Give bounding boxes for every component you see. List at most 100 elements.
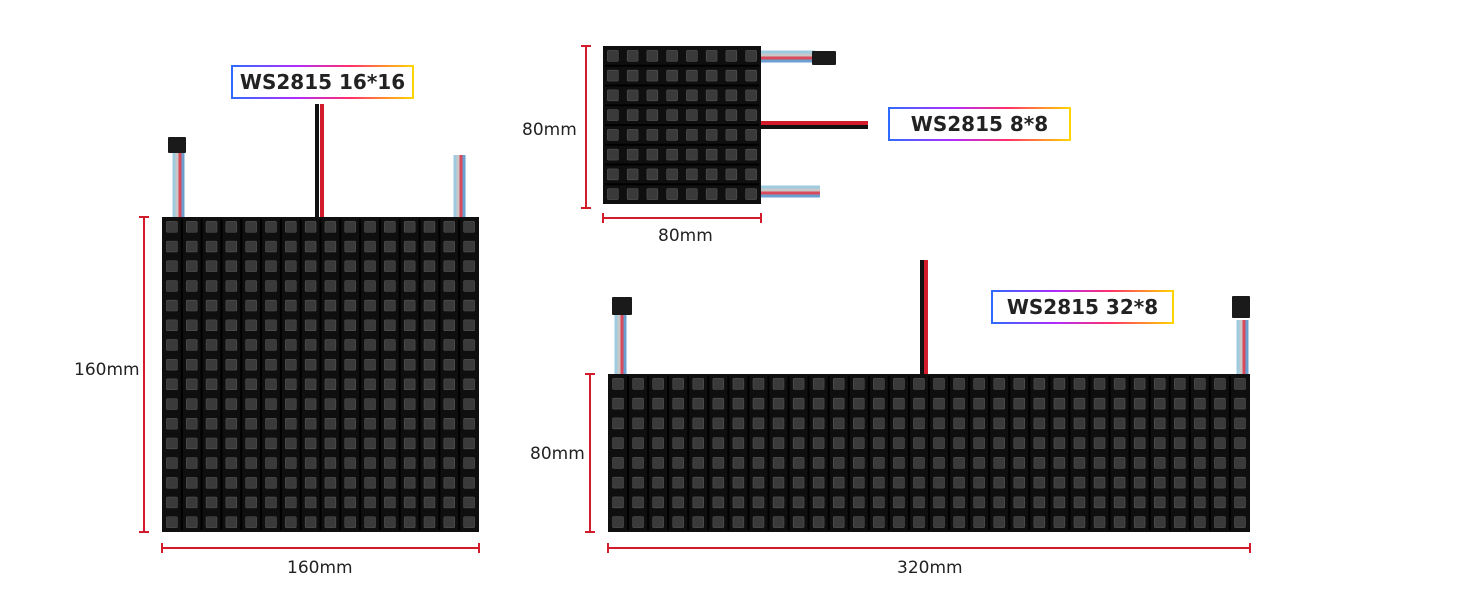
- data-wire-in-16x16: [172, 152, 185, 217]
- led-chip: [792, 437, 805, 449]
- led-chip: [225, 240, 238, 253]
- led-chip: [1073, 417, 1086, 430]
- led-chip: [686, 50, 698, 62]
- dimension-32x8-height: [585, 373, 595, 533]
- connector-8x8: [812, 51, 836, 65]
- led-chip: [1013, 496, 1026, 509]
- led-chip: [186, 299, 198, 312]
- data-wire-out-32x8: [1236, 320, 1249, 374]
- led-chip: [666, 109, 678, 121]
- led-chip: [1053, 496, 1066, 509]
- led-chip: [285, 496, 297, 509]
- dimension-16x16-width: [161, 543, 480, 553]
- led-chip: [364, 339, 376, 351]
- led-chip: [364, 240, 376, 253]
- led-chip: [304, 319, 317, 331]
- led-chip: [1033, 457, 1046, 469]
- led-chip: [612, 437, 624, 449]
- led-chip: [225, 496, 238, 509]
- led-chip: [873, 457, 885, 469]
- led-chip: [672, 457, 684, 469]
- led-chip: [1113, 516, 1126, 528]
- led-chip: [705, 129, 718, 141]
- led-chip: [443, 339, 455, 351]
- led-chip: [607, 148, 619, 161]
- led-chip: [953, 476, 965, 489]
- led-chip: [1133, 397, 1146, 410]
- led-chip: [324, 457, 337, 469]
- led-chip: [265, 378, 277, 391]
- led-chip: [666, 168, 678, 181]
- led-chip: [225, 319, 238, 331]
- led-chip: [225, 280, 238, 292]
- connector-32x8-right: [1232, 296, 1250, 318]
- led-chip: [265, 339, 277, 351]
- led-chip: [686, 148, 698, 161]
- panel-8x8-width-label: 80mm: [658, 226, 713, 246]
- led-chip: [245, 457, 257, 469]
- led-chip: [285, 398, 297, 410]
- led-chip: [933, 437, 945, 449]
- led-chip: [285, 319, 297, 331]
- led-chip: [384, 221, 396, 233]
- led-chip: [607, 50, 619, 62]
- led-chip: [832, 437, 845, 449]
- led-chip: [1113, 397, 1126, 410]
- led-chip: [285, 378, 297, 391]
- led-chip: [772, 397, 785, 410]
- led-chip: [205, 240, 218, 253]
- led-chip: [344, 418, 356, 430]
- led-chip: [993, 397, 1005, 410]
- led-chip: [612, 397, 624, 410]
- led-chip: [1174, 476, 1186, 489]
- led-chip: [652, 476, 664, 489]
- led-chip: [304, 477, 317, 489]
- led-chip: [423, 457, 436, 469]
- led-chip: [832, 397, 845, 410]
- led-chip: [792, 516, 805, 528]
- led-chip: [893, 378, 905, 390]
- led-chip: [1053, 516, 1066, 528]
- led-chip: [304, 398, 317, 410]
- led-chip: [324, 418, 337, 430]
- led-chip: [853, 457, 865, 469]
- led-chip: [225, 398, 238, 410]
- led-chip: [285, 457, 297, 469]
- led-chip: [973, 476, 985, 489]
- led-chip: [463, 221, 475, 233]
- led-chip: [463, 496, 475, 509]
- led-chip: [745, 148, 757, 161]
- led-chip: [324, 221, 337, 233]
- led-chip: [285, 437, 297, 450]
- led-chip: [304, 457, 317, 469]
- led-chip: [632, 417, 644, 430]
- led-chip: [384, 319, 396, 331]
- led-chip: [166, 398, 178, 410]
- led-chip: [1113, 437, 1126, 449]
- led-chip: [285, 221, 297, 233]
- led-chip: [772, 457, 785, 469]
- led-chip: [626, 69, 639, 82]
- led-chip: [245, 339, 257, 351]
- led-chip: [304, 299, 317, 312]
- led-chip: [344, 516, 356, 528]
- led-chip: [1133, 516, 1146, 528]
- led-chip: [1093, 397, 1106, 410]
- led-chip: [443, 378, 455, 391]
- panel-8x8-height-label: 80mm: [522, 120, 577, 140]
- led-chip: [692, 476, 705, 489]
- led-chip: [1214, 516, 1226, 528]
- led-chip: [324, 398, 337, 410]
- led-chip: [1013, 476, 1026, 489]
- led-chip: [443, 418, 455, 430]
- led-chip: [245, 418, 257, 430]
- led-chip: [344, 358, 356, 371]
- connector-32x8-left: [612, 297, 632, 315]
- led-chip: [1033, 516, 1046, 528]
- led-chip: [913, 457, 925, 469]
- led-chip: [933, 457, 945, 469]
- led-chip: [772, 516, 785, 528]
- led-chip: [812, 417, 825, 430]
- led-chip: [166, 339, 178, 351]
- led-chip: [646, 69, 659, 82]
